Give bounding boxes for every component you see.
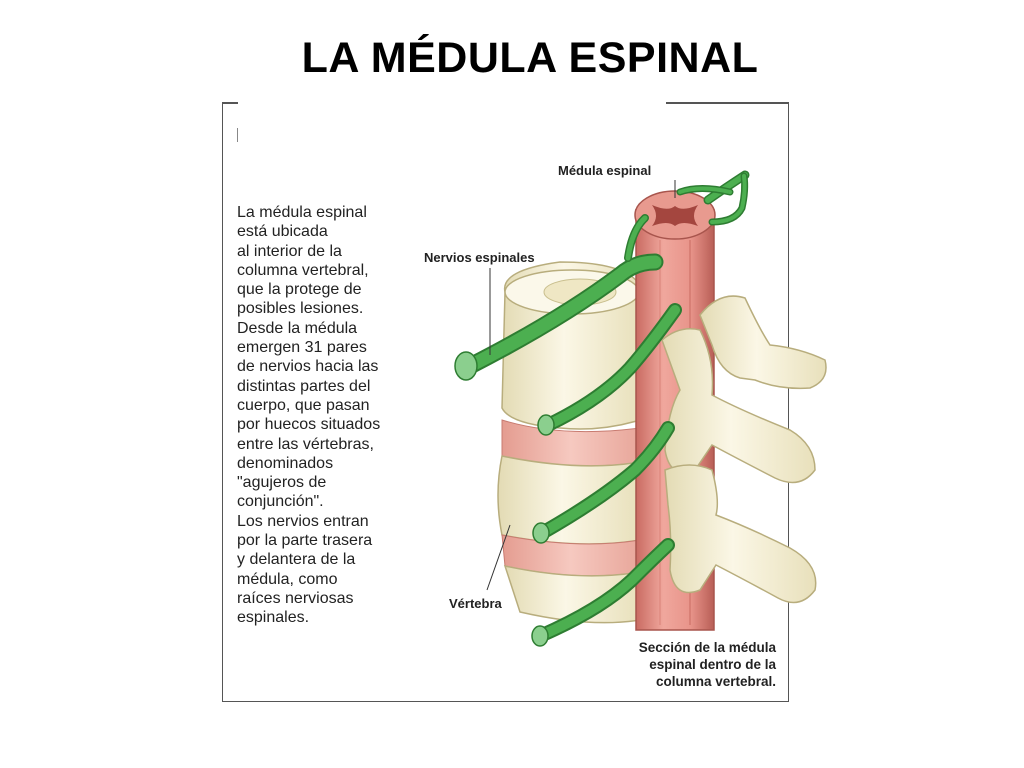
vertebra-body-middle [497, 455, 641, 545]
grey-matter [652, 205, 698, 226]
figure-caption: Sección de la médula espinal dentro de l… [638, 640, 776, 689]
process-upper [699, 295, 827, 390]
figure-frame-top-left [222, 102, 238, 104]
figure-frame-mark [237, 128, 238, 142]
figure-frame-top-right [666, 102, 789, 104]
vertebral-processes [661, 295, 827, 604]
process-middle [661, 328, 816, 484]
leader-vertebra [486, 524, 511, 591]
leader-lines [486, 180, 676, 591]
figure-frame [222, 102, 789, 702]
figure-description: La médula espinal está ubicada al interi… [237, 204, 381, 627]
label-vertebra: Vértebra [449, 596, 502, 611]
label-spinal-nerves: Nervios espinales [424, 250, 535, 265]
spinal-nerves [454, 170, 750, 647]
label-spinal-cord: Médula espinal [558, 163, 652, 178]
process-lower [664, 464, 817, 604]
slide-title: LA MÉDULA ESPINAL [301, 34, 759, 82]
